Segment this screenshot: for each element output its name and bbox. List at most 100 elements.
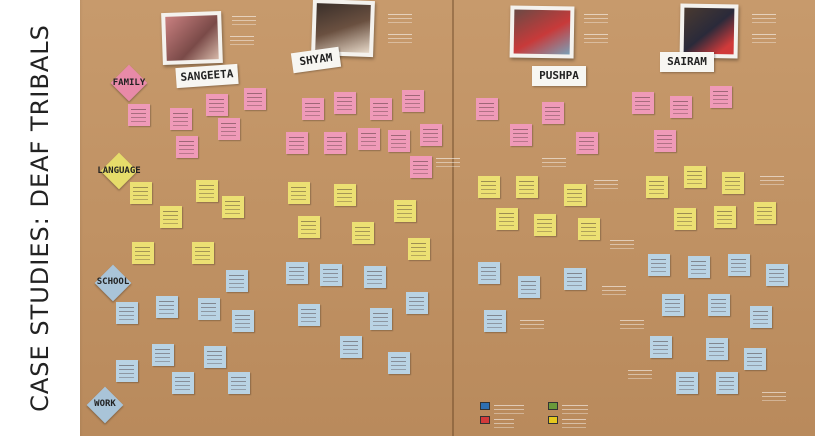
sticky-note	[710, 86, 732, 108]
handwritten-note	[230, 36, 254, 37]
sticky-note	[192, 242, 214, 264]
sticky-note	[510, 124, 532, 146]
sticky-note	[232, 310, 254, 332]
sticky-note	[388, 130, 410, 152]
sticky-note	[754, 202, 776, 224]
name-card-sairam: SAIRAM	[660, 52, 714, 72]
legend-label	[494, 419, 514, 420]
handwritten-note	[542, 158, 566, 159]
sticky-note	[402, 90, 424, 112]
sticky-note	[298, 304, 320, 326]
side-title-panel: CASE STUDIES: DEAF TRIBALS	[0, 0, 80, 436]
photo-pushpa	[509, 5, 575, 59]
sticky-note	[646, 176, 668, 198]
sticky-note	[128, 104, 150, 126]
sticky-note	[714, 206, 736, 228]
sticky-note	[226, 270, 248, 292]
sticky-note	[662, 294, 684, 316]
sticky-note	[688, 256, 710, 278]
sticky-note	[564, 268, 586, 290]
sticky-note	[130, 182, 152, 204]
sticky-note	[496, 208, 518, 230]
sticky-note	[722, 172, 744, 194]
sticky-note	[542, 102, 564, 124]
sticky-note	[394, 200, 416, 222]
handwritten-note	[602, 286, 626, 287]
name-card-sangeeta: SANGEETA	[175, 63, 239, 89]
sticky-note	[228, 372, 250, 394]
sticky-note	[156, 296, 178, 318]
name-card-pushpa: PUSHPA	[532, 66, 586, 86]
sticky-note	[244, 88, 266, 110]
sticky-note	[352, 222, 374, 244]
sticky-note	[518, 276, 540, 298]
color-legend	[480, 398, 600, 426]
sticky-note	[408, 238, 430, 260]
sticky-note	[340, 336, 362, 358]
sticky-note	[676, 372, 698, 394]
sticky-note	[132, 242, 154, 264]
handwritten-note	[388, 34, 412, 35]
handwritten-note	[620, 320, 644, 321]
sticky-note	[324, 132, 346, 154]
handwritten-note	[594, 180, 618, 181]
sticky-note	[750, 306, 772, 328]
handwritten-note	[752, 14, 776, 15]
category-label-language: LANGUAGE	[97, 166, 141, 176]
sticky-note	[152, 344, 174, 366]
sticky-note	[206, 94, 228, 116]
sticky-note	[716, 372, 738, 394]
sticky-note	[766, 264, 788, 286]
corkboard: SANGEETA SHYAM PUSHPA SAIRAM FAMILY LANG…	[80, 0, 815, 436]
sticky-note	[670, 96, 692, 118]
sticky-note	[406, 292, 428, 314]
sticky-note	[632, 92, 654, 114]
legend-swatch-yellow	[548, 416, 558, 424]
sticky-note	[222, 196, 244, 218]
category-label-school: SCHOOL	[96, 277, 130, 287]
sticky-note	[160, 206, 182, 228]
sticky-note	[198, 298, 220, 320]
category-label-work: WORK	[94, 399, 116, 409]
sticky-note	[744, 348, 766, 370]
sticky-note	[364, 266, 386, 288]
sticky-note	[516, 176, 538, 198]
handwritten-note	[436, 158, 460, 159]
sticky-note	[358, 128, 380, 150]
sticky-note	[370, 98, 392, 120]
sticky-note	[564, 184, 586, 206]
legend-swatch-red	[480, 416, 490, 424]
handwritten-note	[388, 14, 412, 15]
sticky-note	[170, 108, 192, 130]
handwritten-note	[584, 14, 608, 15]
sticky-note	[298, 216, 320, 238]
sticky-note	[478, 262, 500, 284]
sticky-note	[204, 346, 226, 368]
sticky-note	[116, 302, 138, 324]
sticky-note	[320, 264, 342, 286]
sticky-note	[650, 336, 672, 358]
sticky-note	[334, 92, 356, 114]
legend-swatch-green	[548, 402, 558, 410]
sticky-note	[654, 130, 676, 152]
handwritten-note	[520, 320, 544, 321]
sticky-note	[478, 176, 500, 198]
handwritten-note	[610, 240, 634, 241]
sticky-note	[534, 214, 556, 236]
handwritten-note	[232, 16, 256, 17]
sticky-note	[476, 98, 498, 120]
sticky-note	[172, 372, 194, 394]
sticky-note	[302, 98, 324, 120]
sticky-note	[334, 184, 356, 206]
sticky-note	[288, 182, 310, 204]
photo-sairam	[679, 3, 739, 59]
sticky-note	[196, 180, 218, 202]
sticky-note	[116, 360, 138, 382]
sticky-note	[484, 310, 506, 332]
sticky-note	[674, 208, 696, 230]
sticky-note	[286, 262, 308, 284]
sticky-note	[648, 254, 670, 276]
category-label-family: FAMILY	[112, 78, 146, 88]
sticky-note	[388, 352, 410, 374]
sticky-note	[706, 338, 728, 360]
